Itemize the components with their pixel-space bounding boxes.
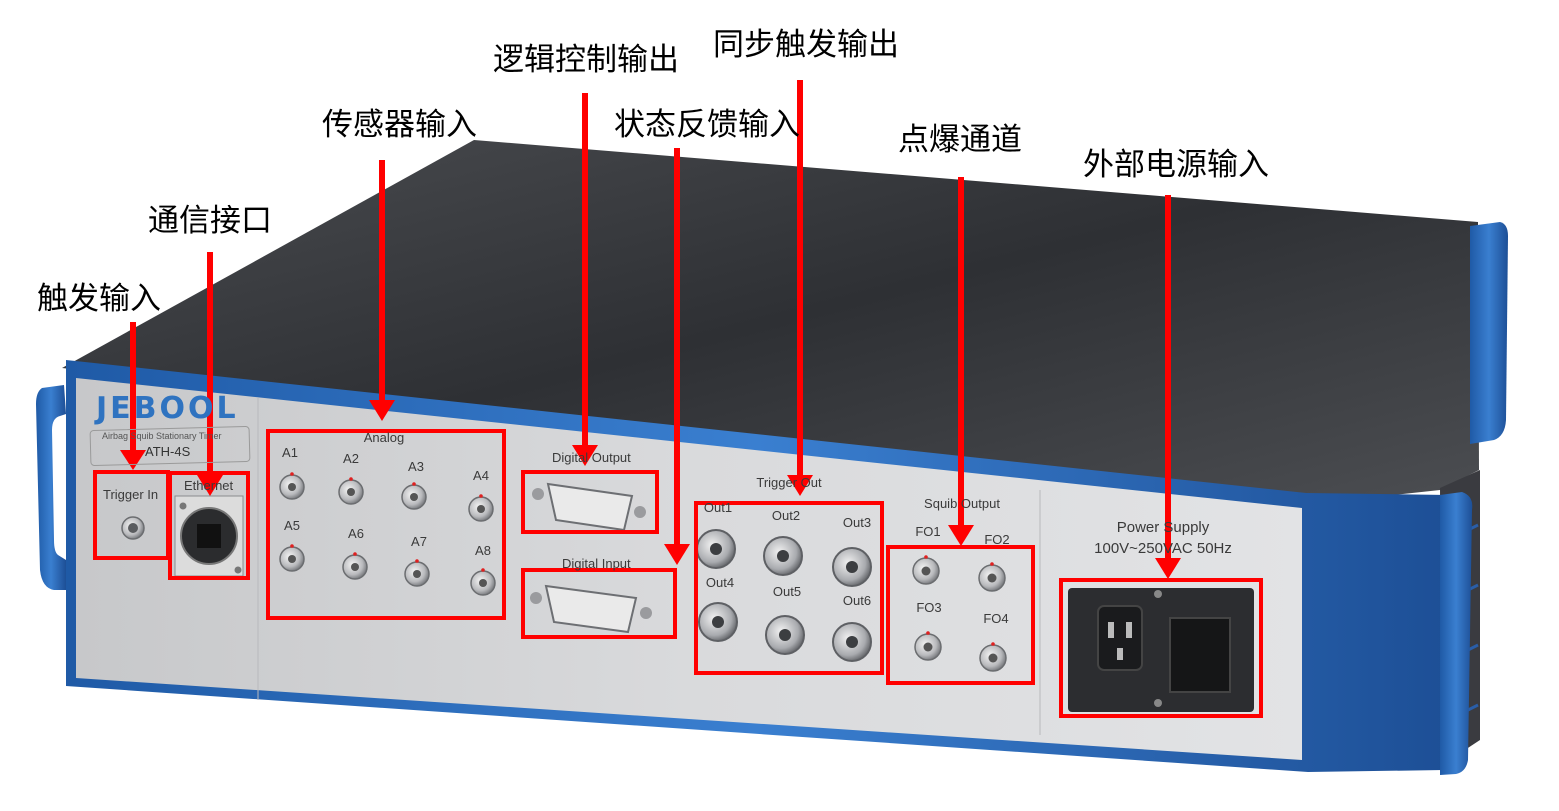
label-digital-input: Digital Input: [562, 556, 631, 571]
label-squib-output: Squib Output: [924, 496, 1000, 511]
label-analog-channel: A7: [411, 534, 427, 549]
label-ethernet: Ethernet: [184, 478, 234, 493]
product-subtitle: Airbag Squib Stationary Timer: [102, 431, 222, 441]
label-analog-channel: A3: [408, 459, 424, 474]
label-trigger-channel: Out6: [842, 593, 872, 608]
label-analog-channel: A1: [282, 445, 298, 460]
callout-trigger-input: 触发输入: [37, 281, 161, 317]
callout-comm-interface: 通信接口: [148, 203, 272, 239]
label-trigger-channel: Out3: [842, 515, 872, 530]
label-analog: Analog: [363, 430, 405, 445]
callout-status-feedback: 状态反馈输入: [614, 107, 800, 143]
callout-external-power: 外部电源输入: [1083, 147, 1269, 183]
model-number: ATH-4S: [145, 444, 191, 459]
label-trigger-channel: Out2: [771, 508, 801, 523]
label-power-supply: Power Supply: [1116, 519, 1210, 536]
callout-sync-trigger-output: 同步触发输出: [713, 27, 899, 63]
label-trigger-channel: Out1: [703, 500, 733, 515]
label-power-rating: 100V~250VAC 50Hz: [1094, 540, 1232, 557]
label-squib-channel: FO1: [915, 524, 941, 539]
label-analog-channel: A5: [284, 518, 300, 533]
callout-logic-output: 逻辑控制输出: [493, 42, 679, 78]
label-squib-channel: FO3: [916, 600, 942, 615]
label-trigger-channel: Out4: [705, 575, 735, 590]
label-trigger-out: Trigger Out: [756, 475, 822, 490]
callout-squib-channel: 点爆通道: [898, 122, 1022, 158]
callout-sensor-input: 传感器输入: [322, 107, 477, 143]
label-digital-output: Digital Output: [552, 450, 631, 465]
brand-logo: JEBOOL: [96, 391, 239, 426]
label-analog-channel: A8: [475, 543, 491, 558]
label-squib-channel: FO2: [984, 532, 1010, 547]
label-analog-channel: A6: [348, 526, 364, 541]
label-trigger-channel: Out5: [772, 584, 802, 599]
label-analog-channel: A2: [343, 451, 359, 466]
label-squib-channel: FO4: [983, 611, 1009, 626]
label-analog-channel: A4: [473, 468, 489, 483]
label-trigger-in: Trigger In: [103, 487, 159, 502]
